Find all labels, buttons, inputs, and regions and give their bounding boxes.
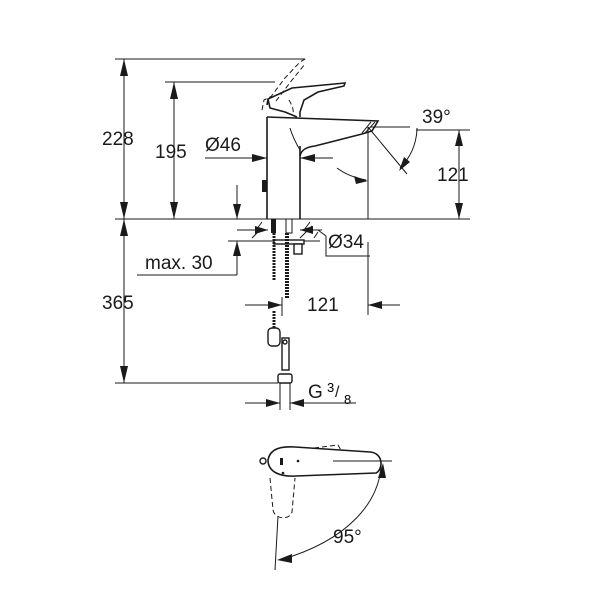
faucet-lever <box>266 82 347 118</box>
arrow-icon <box>455 203 463 219</box>
faucet-body <box>266 117 301 219</box>
label-outlet-height: 121 <box>437 165 469 186</box>
lever-raised-position <box>261 57 308 111</box>
arrow-icon <box>120 59 128 76</box>
label-connection-denominator: 8 <box>344 392 352 407</box>
arrow-icon <box>354 176 368 184</box>
top-view-dot <box>281 471 285 475</box>
arrow-icon <box>268 301 282 309</box>
spout-inner-curve <box>289 127 301 151</box>
label-max-deck-thickness: max. 30 <box>145 253 213 274</box>
label-spout-reach: 121 <box>307 295 339 316</box>
check-valve <box>267 327 281 347</box>
label-hole-diameter: Ø34 <box>328 232 364 253</box>
mounting-stud <box>285 218 293 234</box>
label-body-diameter: Ø46 <box>205 135 241 156</box>
label-connection-prefix: G <box>308 382 323 403</box>
top-view-dot <box>296 459 300 463</box>
arrow-icon <box>233 241 241 256</box>
arrow-icon <box>300 226 313 234</box>
arrow-icon <box>300 154 315 162</box>
top-view-rotated-lever <box>269 477 296 519</box>
label-connection-slash: / <box>335 384 340 401</box>
connection-pipe <box>281 337 290 371</box>
arrow-icon <box>266 399 280 407</box>
arrow-icon <box>368 301 382 309</box>
arrow-icon <box>378 463 386 478</box>
arrow-icon <box>170 82 178 99</box>
pipe-detail <box>282 339 288 345</box>
arrow-icon <box>455 130 463 146</box>
label-total-height: 228 <box>102 129 134 150</box>
label-hose-length: 365 <box>102 293 134 314</box>
top-view-indicator <box>280 458 283 465</box>
label-leader-34 <box>317 229 370 257</box>
arrow-icon <box>277 554 292 563</box>
angle-arc-spout <box>336 167 367 181</box>
top-view-rotated-centerline <box>274 515 279 571</box>
label-lever-rotation: 95° <box>333 527 362 548</box>
side-button <box>262 180 267 192</box>
label-connection-numerator: 3 <box>327 380 335 395</box>
arrow-icon <box>255 226 268 234</box>
connection-nut <box>277 373 293 384</box>
arrow-icon <box>233 204 241 219</box>
top-view-cap <box>259 457 267 465</box>
arrow-icon <box>252 154 267 162</box>
mounting-nut <box>293 243 303 255</box>
label-spout-angle: 39° <box>422 107 451 128</box>
arrow-icon <box>399 157 410 171</box>
label-connection: G <box>308 383 323 402</box>
top-view-dashed-outline <box>313 444 343 453</box>
faucet-spout <box>266 116 380 157</box>
arrow-icon <box>170 202 178 219</box>
lever-arc <box>288 99 294 115</box>
label-spout-height: 195 <box>155 142 187 163</box>
top-view-lever <box>267 445 382 477</box>
arrow-icon <box>120 219 128 236</box>
arrow-icon <box>290 399 304 407</box>
arrow-icon <box>120 202 128 219</box>
arrow-icon <box>120 366 128 383</box>
angle-line-39 <box>367 126 408 175</box>
mounting-stud <box>271 219 276 233</box>
